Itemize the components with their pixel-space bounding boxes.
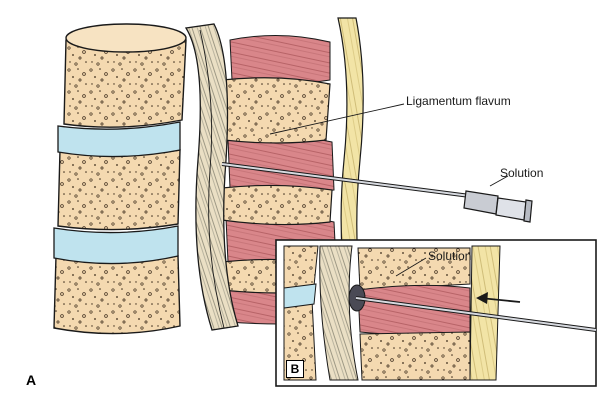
direction-arrow xyxy=(476,292,521,304)
inset-panel-b xyxy=(275,239,597,387)
solution-a-leader xyxy=(489,175,509,187)
needle-a xyxy=(221,162,471,198)
spinal-cord xyxy=(184,23,239,331)
vertebral-bodies xyxy=(53,23,187,335)
ligamentum-flavum-leader xyxy=(269,103,405,135)
panel-label-b: B xyxy=(286,360,304,378)
solution-label-a: Solution xyxy=(500,166,544,180)
panel-label-a: A xyxy=(26,372,37,388)
ligamentum-flavum-label: Ligamentum flavum xyxy=(406,94,511,108)
intervertebral-discs xyxy=(53,121,181,265)
needle-b xyxy=(355,296,597,332)
solution-label-b: Solution xyxy=(428,249,472,263)
syringe xyxy=(463,190,533,223)
solution-b-leader xyxy=(395,257,427,277)
